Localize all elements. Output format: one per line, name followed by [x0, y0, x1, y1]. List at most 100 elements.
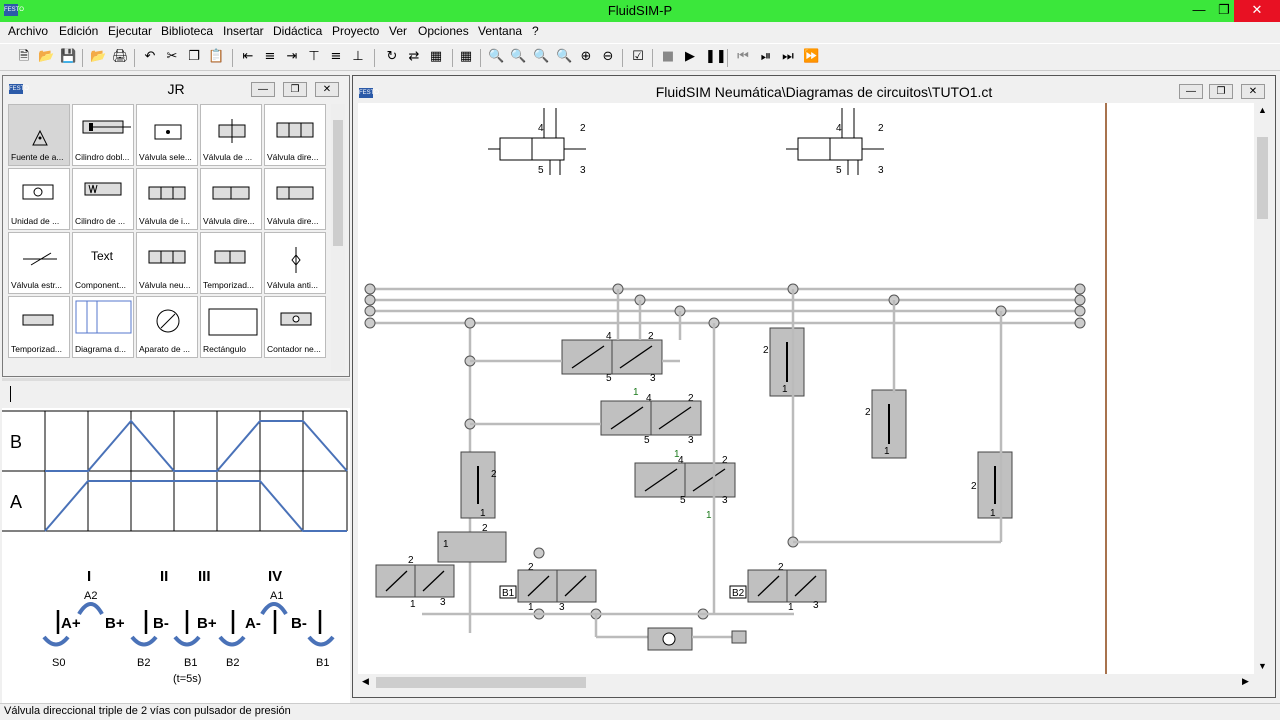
vertical-scroll-thumb[interactable]: [1257, 137, 1268, 219]
paste-icon[interactable]: 📋: [208, 49, 225, 64]
menu-ver[interactable]: Ver: [389, 24, 408, 38]
zoom-in-icon[interactable]: ⊕: [580, 49, 592, 64]
step-forward-icon[interactable]: ⏭: [782, 49, 794, 64]
library-close-button[interactable]: ✕: [315, 82, 339, 97]
zoom-1-icon[interactable]: 🔍: [488, 49, 505, 64]
port-label: 1: [633, 387, 639, 398]
library-minimize-button[interactable]: —: [251, 82, 275, 97]
library-item[interactable]: Fuente de a...: [8, 104, 70, 166]
play-icon[interactable]: ▶: [685, 49, 695, 64]
cut-icon[interactable]: ✂: [166, 49, 178, 64]
align-center-icon[interactable]: ≡: [264, 49, 276, 64]
zoom-out-icon[interactable]: ⊖: [602, 49, 614, 64]
library-item-label: Válvula anti...: [267, 280, 319, 290]
reset-icon[interactable]: ⏮: [737, 49, 749, 64]
menu-opciones[interactable]: Opciones: [418, 24, 469, 38]
mirror-icon[interactable]: ⇄: [408, 49, 420, 64]
library-item[interactable]: Válvula neu...: [136, 232, 198, 294]
fast-forward-icon[interactable]: ⏩: [803, 49, 820, 64]
close-button[interactable]: ✕: [1234, 0, 1280, 22]
scroll-up-arrow[interactable]: ▲: [1258, 105, 1267, 115]
stop-icon[interactable]: ■: [661, 49, 675, 64]
align-bottom-icon[interactable]: ⊥: [352, 49, 364, 64]
library-item[interactable]: Temporizad...: [8, 296, 70, 358]
align-top-icon[interactable]: ⊤: [308, 49, 320, 64]
library-item-label: Component...: [75, 280, 127, 290]
library-item[interactable]: Válvula de ...: [200, 104, 262, 166]
scroll-right-arrow[interactable]: ▶: [1242, 676, 1249, 686]
step-b-plus-2: B+: [197, 615, 217, 632]
scrollbar-thumb[interactable]: [333, 120, 343, 246]
displacement-diagram: B A I II III IV A2 A1 A+ B+ B- B+ A- B- …: [2, 408, 350, 703]
group-icon[interactable]: ▦: [429, 49, 443, 64]
library-item[interactable]: Contador ne...: [264, 296, 326, 358]
zoom-fit-icon[interactable]: 🔍: [510, 49, 527, 64]
library-restore-button[interactable]: ❐: [283, 82, 307, 97]
open-icon[interactable]: 📂: [38, 49, 55, 64]
menu-biblioteca[interactable]: Biblioteca: [161, 24, 214, 38]
service-unit-gauge: [662, 632, 676, 646]
library-item[interactable]: Cilindro de ...: [72, 168, 134, 230]
valve-arrow: [794, 575, 817, 597]
library-item[interactable]: Diagrama d...: [72, 296, 134, 358]
new-icon[interactable]: 🗎: [18, 49, 30, 64]
pause-icon[interactable]: ❚❚: [705, 49, 727, 64]
open-project-icon[interactable]: 📂: [90, 49, 107, 64]
library-scrollbar[interactable]: [331, 104, 345, 372]
print-icon[interactable]: 🖨: [112, 49, 129, 64]
vertical-scrollbar[interactable]: ▲ ▼: [1254, 103, 1271, 674]
align-right-icon[interactable]: ⇥: [286, 49, 298, 64]
circuit-close-button[interactable]: ✕: [1241, 84, 1265, 99]
library-item[interactable]: Válvula dire...: [264, 104, 326, 166]
port-label: 4: [646, 393, 652, 404]
scroll-left-arrow[interactable]: ◀: [362, 676, 369, 686]
minimize-button[interactable]: —: [1192, 2, 1206, 17]
menu-edicion[interactable]: Edición: [59, 24, 99, 38]
menu-ejecutar[interactable]: Ejecutar: [108, 24, 153, 38]
menu-didactica[interactable]: Didáctica: [273, 24, 323, 38]
circuit-restore-button[interactable]: ❐: [1209, 84, 1233, 99]
horizontal-scrollbar[interactable]: ◀ ▶: [358, 674, 1254, 691]
library-item[interactable]: Válvula sele...: [136, 104, 198, 166]
library-item[interactable]: Válvula dire...: [264, 168, 326, 230]
menu-help[interactable]: ?: [532, 24, 539, 38]
library-item[interactable]: Válvula de i...: [136, 168, 198, 230]
check-icon[interactable]: ☑: [632, 49, 644, 64]
library-item[interactable]: Válvula dire...: [200, 168, 262, 230]
library-item[interactable]: Unidad de ...: [8, 168, 70, 230]
copy-icon[interactable]: ❐: [188, 49, 200, 64]
horizontal-scroll-thumb[interactable]: [376, 677, 586, 688]
menu-proyecto[interactable]: Proyecto: [332, 24, 380, 38]
circuit-minimize-button[interactable]: —: [1179, 84, 1203, 99]
align-middle-icon[interactable]: ≡: [330, 49, 342, 64]
menu-insertar[interactable]: Insertar: [223, 24, 264, 38]
port-label: 4: [606, 331, 612, 342]
align-left-icon[interactable]: ⇤: [242, 49, 254, 64]
library-item-label: Contador ne...: [267, 344, 321, 354]
component-icon: [156, 309, 180, 333]
scroll-down-arrow[interactable]: ▼: [1258, 661, 1267, 671]
save-icon[interactable]: 💾: [60, 49, 77, 64]
library-item[interactable]: Rectángulo: [200, 296, 262, 358]
menu-archivo[interactable]: Archivo: [8, 24, 49, 38]
step-icon[interactable]: ⏯: [760, 49, 772, 64]
library-item[interactable]: Aparato de ...: [136, 296, 198, 358]
library-item[interactable]: Cilindro dobl...: [72, 104, 134, 166]
component-icon: [154, 124, 182, 140]
maximize-button[interactable]: ❐: [1218, 2, 1230, 17]
rotate-icon[interactable]: ↻: [386, 49, 398, 64]
zoom-window-icon[interactable]: 🔍: [533, 49, 550, 64]
undo-icon[interactable]: ↶: [144, 49, 156, 64]
splitter[interactable]: [2, 378, 350, 381]
grid-icon[interactable]: ▦: [459, 49, 473, 64]
library-item[interactable]: Válvula anti...: [264, 232, 326, 294]
junction: [533, 547, 545, 559]
library-item-label: Válvula dire...: [267, 152, 319, 162]
library-item[interactable]: Válvula estr...: [8, 232, 70, 294]
zoom-previous-icon[interactable]: 🔍: [556, 49, 573, 64]
menu-ventana[interactable]: Ventana: [478, 24, 523, 38]
library-item[interactable]: Temporizad...: [200, 232, 262, 294]
